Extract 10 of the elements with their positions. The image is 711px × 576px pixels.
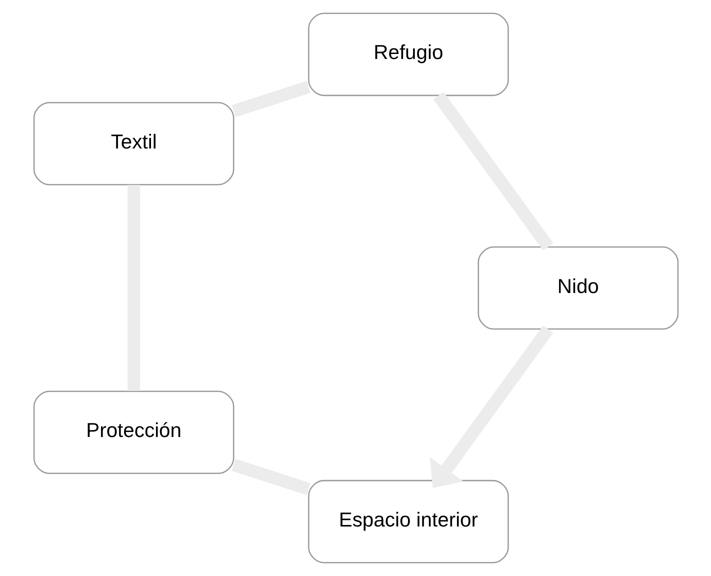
node-box: Refugio [308,12,508,96]
connector [127,184,140,391]
node-box: Espacio interior [308,480,508,564]
connector [231,458,310,496]
node-box: Nido [477,246,678,330]
arrow [429,326,553,488]
node-box: Protección [32,390,234,474]
node-box: Textil [32,102,234,186]
connector [432,92,553,250]
connector [231,80,310,118]
